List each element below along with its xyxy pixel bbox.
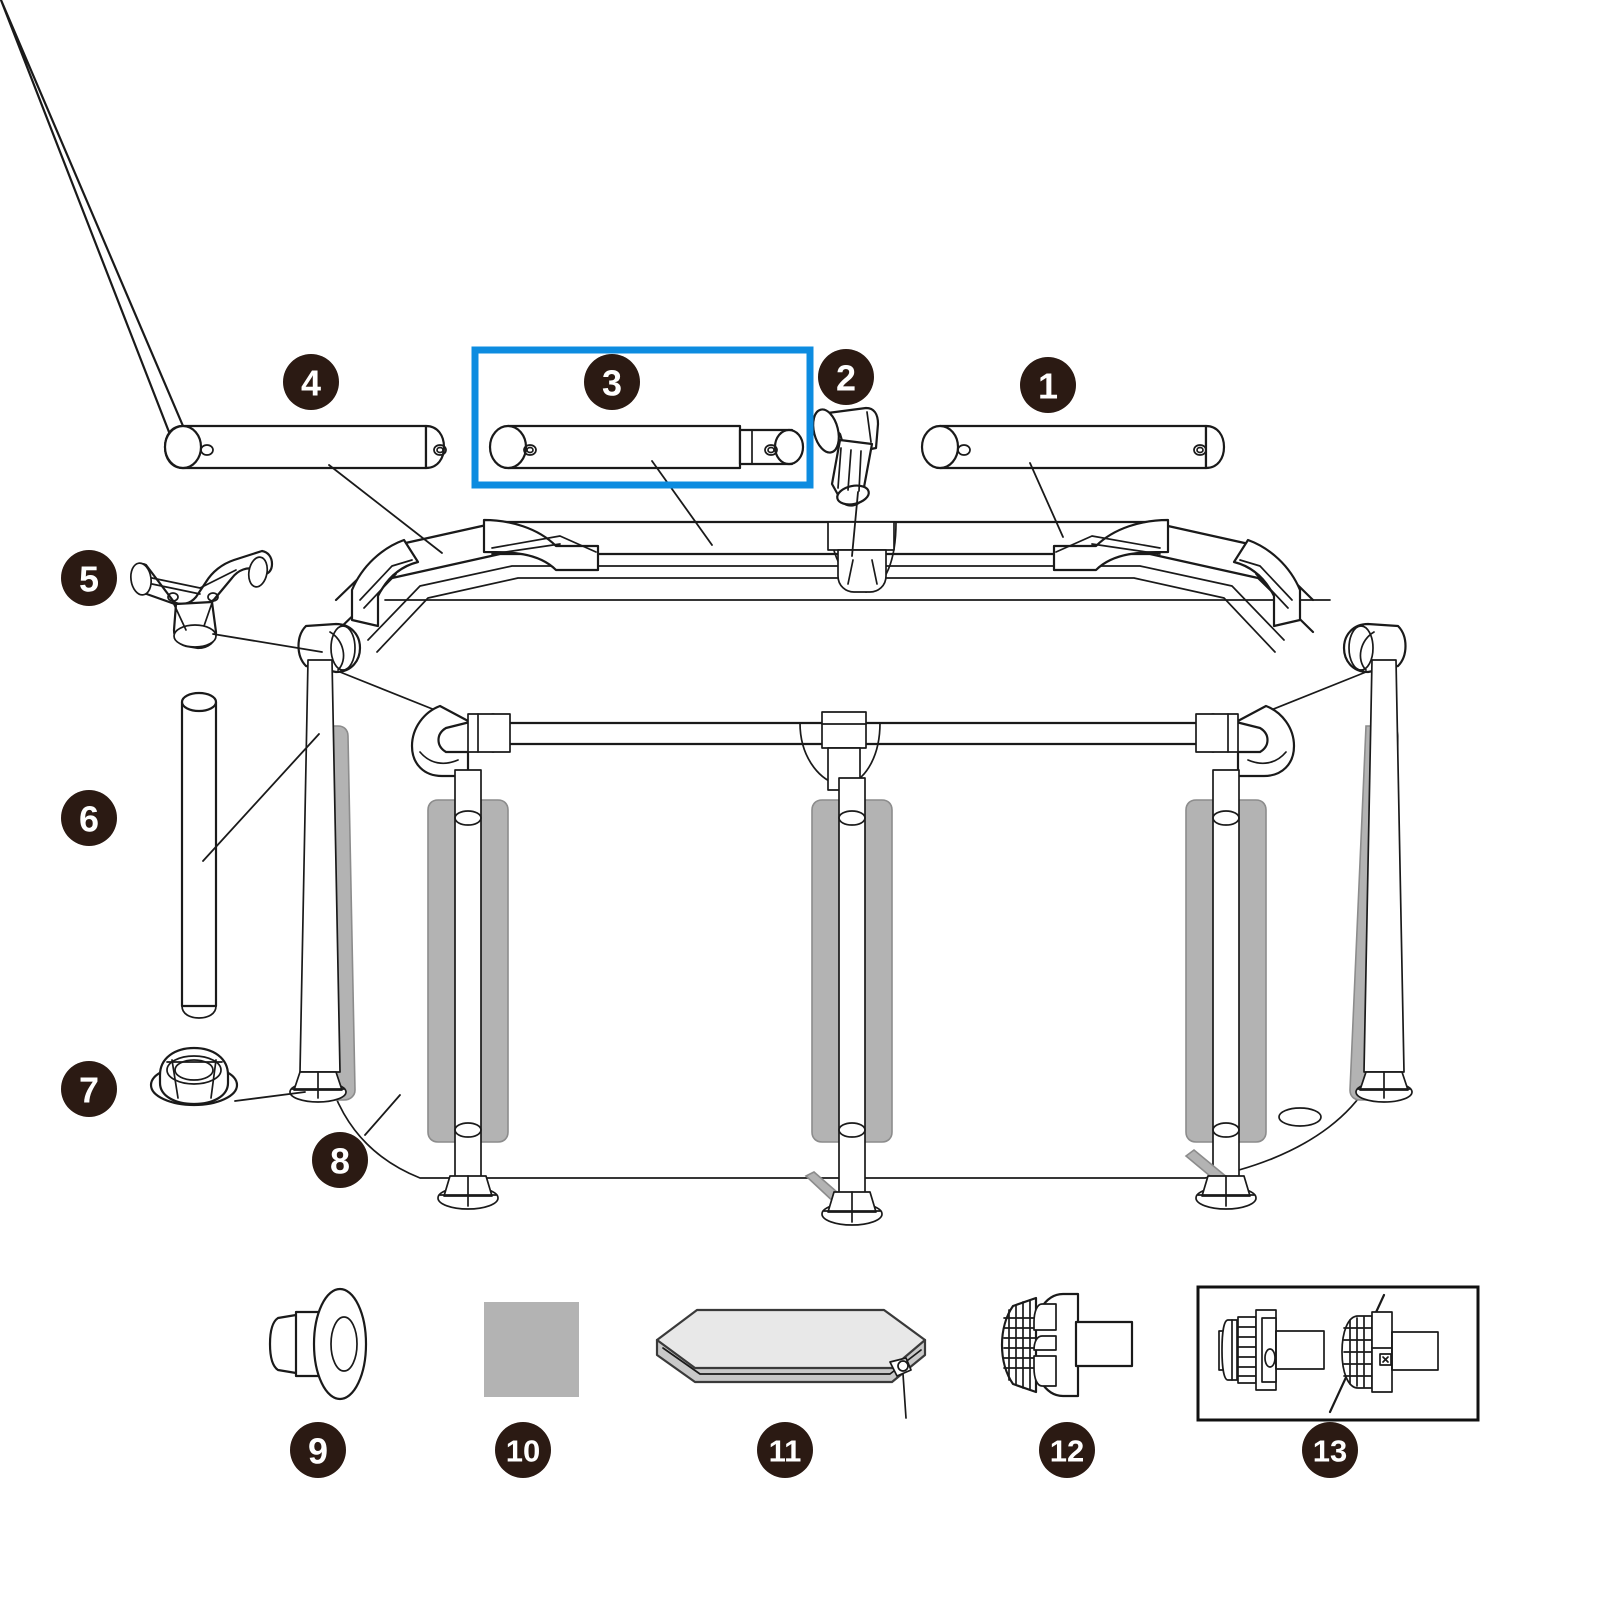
- badge-label-2: 2: [836, 358, 856, 399]
- elbow-top-right: [1052, 518, 1170, 572]
- badge-circle-10: [495, 1422, 551, 1478]
- badge-circle-7: [61, 1061, 117, 1117]
- badge-circle-2: [818, 349, 874, 405]
- badge-label-1: 1: [1038, 366, 1058, 407]
- foot-cap-2: [437, 1175, 499, 1210]
- cover-rope-lock: [889, 1357, 912, 1419]
- part-13-valve-pair: [1196, 1285, 1480, 1422]
- elbow-top-left: [482, 518, 600, 572]
- badge-circle-4: [283, 354, 339, 410]
- part-12-strainer-knob: [1000, 1292, 1134, 1398]
- leg-group-left-corner: [289, 659, 356, 1103]
- callout-badge-9[interactable]: 9: [290, 1422, 346, 1478]
- part-3-extendable-rail: [488, 424, 805, 470]
- top-rail-assembly: [334, 518, 1315, 653]
- part-5-t-joint: [130, 549, 274, 650]
- part-7-foot-cap: [149, 1046, 239, 1107]
- callout-badge-10[interactable]: 10: [495, 1422, 551, 1478]
- leader-line-pool-liner-bag: [364, 1094, 401, 1136]
- callout-badge-6[interactable]: 6: [61, 790, 117, 846]
- leader-line-leg-base-foot-cap: [234, 1091, 306, 1102]
- leader-line-vertical-leg-pipe: [202, 733, 320, 862]
- center-t-joint-top: [827, 521, 897, 593]
- leader-line-t-connector-vertical-stub: [851, 491, 859, 557]
- badge-label-3: 3: [602, 363, 622, 404]
- callout-badge-13[interactable]: 13: [1302, 1422, 1358, 1478]
- callout-badge-3[interactable]: 3: [584, 354, 640, 410]
- callout-badge-8[interactable]: 8: [312, 1132, 368, 1188]
- badge-label-9: 9: [308, 1431, 328, 1472]
- callout-badge-1[interactable]: 1: [1020, 357, 1076, 413]
- part-4-short-rail: [0, 0, 447, 470]
- leader-line-long-horizontal-top-rail: [1029, 462, 1064, 538]
- leg-group-3-center: [804, 777, 893, 1226]
- callout-badge-11[interactable]: 11: [757, 1422, 813, 1478]
- badge-label-4: 4: [301, 363, 321, 404]
- badge-circle-6: [61, 790, 117, 846]
- part-9-drain-plug: [268, 1287, 368, 1401]
- elbow-right-slant: [1232, 538, 1302, 628]
- leader-line-t-joint-corner-connector: [212, 633, 323, 653]
- callout-badge-2[interactable]: 2: [818, 349, 874, 405]
- badge-circle-5: [61, 550, 117, 606]
- part-1-long-rail: [920, 424, 1226, 470]
- middle-cross-rail: [339, 671, 1367, 791]
- callout-badge-4[interactable]: 4: [283, 354, 339, 410]
- badge-circle-3: [584, 354, 640, 410]
- badge-circle-12: [1039, 1422, 1095, 1478]
- badge-label-8: 8: [330, 1141, 350, 1182]
- badge-label-6: 6: [79, 799, 99, 840]
- leader-lines: [202, 460, 1064, 1136]
- callout-badge-5[interactable]: 5: [61, 550, 117, 606]
- badge-circle-11: [757, 1422, 813, 1478]
- valve-right: [1341, 1311, 1439, 1393]
- part-10-repair-patch: [484, 1302, 579, 1397]
- badge-circle-1: [1020, 357, 1076, 413]
- badge-label-12: 12: [1050, 1434, 1084, 1469]
- mid-elbow-right: [1195, 704, 1296, 778]
- badge-circle-8: [312, 1132, 368, 1188]
- part-2-t-connector: [812, 406, 880, 507]
- callout-badge-12[interactable]: 12: [1039, 1422, 1095, 1478]
- badge-label-13: 13: [1313, 1434, 1347, 1469]
- highlight-box-part-3[interactable]: [471, 346, 814, 489]
- badge-label-11: 11: [769, 1434, 802, 1469]
- leader-line-short-top-rail: [328, 464, 443, 554]
- mid-elbow-left: [410, 704, 511, 778]
- badge-label-10: 10: [506, 1434, 540, 1469]
- badge-label-7: 7: [79, 1070, 99, 1111]
- foot-cap-3: [821, 1191, 883, 1226]
- foot-cap-left-corner: [289, 1071, 347, 1103]
- leg-group-right-corner: [1349, 659, 1413, 1103]
- elbow-left-slant: [350, 538, 420, 628]
- leg-group-4: [1184, 769, 1267, 1210]
- foot-cap-right-corner: [1355, 1071, 1413, 1103]
- leader-line-extendable-top-rail: [651, 460, 713, 546]
- valve-left: [1218, 1309, 1325, 1391]
- badge-label-5: 5: [79, 559, 99, 600]
- badge-circle-13: [1302, 1422, 1358, 1478]
- badge-circle-9: [290, 1422, 346, 1478]
- leg-group-2: [427, 769, 509, 1210]
- part-6-leg-pipe: [180, 691, 218, 1019]
- part-11-pool-cover: [655, 1308, 927, 1419]
- foot-cap-4: [1195, 1175, 1257, 1210]
- callout-badge-7[interactable]: 7: [61, 1061, 117, 1117]
